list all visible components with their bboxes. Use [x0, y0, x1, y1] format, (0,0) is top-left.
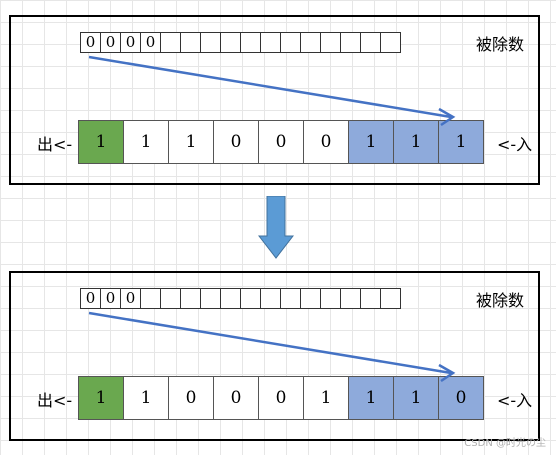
dividend-cell — [380, 288, 401, 309]
register-cell: 0 — [303, 120, 349, 164]
register-row: 1 1 0 0 0 1 1 1 0 — [78, 376, 484, 420]
shift-arrow-head — [438, 363, 456, 383]
register-cell: 1 — [123, 376, 169, 420]
register-cell-tail: 0 — [438, 376, 484, 420]
dividend-cell: 0 — [140, 32, 161, 53]
register-cell: 0 — [258, 376, 304, 420]
dividend-row: 0 0 0 — [80, 288, 401, 309]
shift-arrow — [88, 55, 456, 127]
in-label: <-入 — [497, 135, 533, 154]
watermark: CSDN @时光の尘 — [464, 438, 546, 449]
register-cell-tail: 1 — [438, 120, 484, 164]
shift-arrow-head — [438, 107, 456, 127]
register-row: 1 1 1 0 0 0 1 1 1 — [78, 120, 484, 164]
in-label: <-入 — [497, 391, 533, 410]
shift-arrow-line — [88, 55, 452, 119]
panel-after-shift: 0 0 0 被除数 出<- 1 1 0 0 0 1 1 1 0 <-入 — [9, 271, 540, 441]
out-label: 出<- — [37, 391, 73, 410]
register-cell-tail: 1 — [348, 376, 394, 420]
shift-arrow — [88, 311, 456, 383]
dividend-label: 被除数 — [476, 35, 525, 54]
register-cell: 0 — [213, 376, 259, 420]
register-cell: 0 — [168, 376, 214, 420]
panel-before-shift: 0 0 0 0 被除数 出<- 1 1 1 0 0 0 1 1 1 <-入 — [9, 15, 540, 185]
down-arrow-icon — [258, 196, 294, 259]
dividend-cell — [380, 32, 401, 53]
dividend-row: 0 0 0 0 — [80, 32, 401, 53]
dividend-label: 被除数 — [476, 291, 525, 310]
out-label: 出<- — [37, 135, 73, 154]
register-cell: 0 — [258, 120, 304, 164]
register-cell: 1 — [123, 120, 169, 164]
shift-arrow-line — [88, 311, 452, 375]
